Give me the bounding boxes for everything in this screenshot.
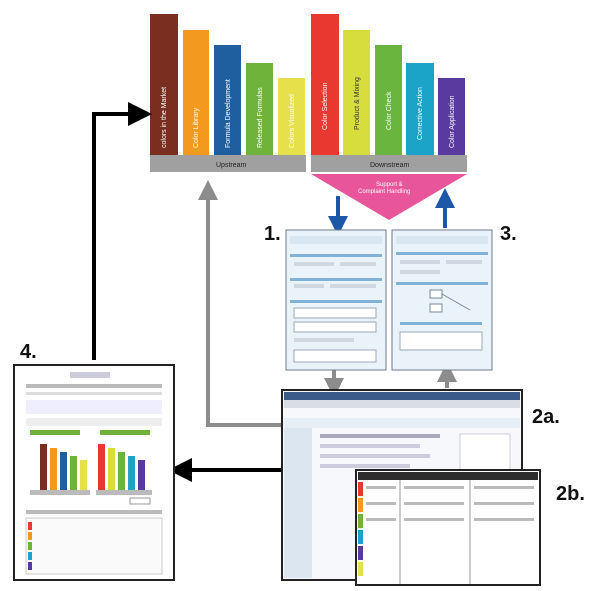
form-1-screenshot — [285, 229, 387, 371]
bar-label-6: Color Selection — [322, 82, 329, 130]
bar-colors-visualized — [278, 78, 305, 155]
support-label: Support & — [376, 182, 403, 188]
support-triangle: Support & Complaint Handling — [311, 174, 467, 220]
black-arrow-to-upstream — [92, 102, 152, 360]
step-2b-label: 2b. — [556, 483, 585, 505]
bar-color-application — [438, 78, 465, 155]
bar-label-7: Product & Mixing — [354, 77, 361, 130]
bar-label-1: colors in the Market — [161, 87, 168, 148]
downstream-bar-group: Color Selection Product & Mixing Color C… — [311, 14, 467, 172]
step-1-label: 1. — [264, 223, 281, 245]
upstream-bar-group: colors in the Market Color Library Formu… — [150, 14, 306, 172]
downstream-base — [311, 155, 467, 172]
form-3-screenshot — [391, 229, 493, 371]
table-screenshot-2b — [355, 469, 541, 586]
bar-formula-development — [214, 45, 241, 155]
bar-corrective-action — [406, 63, 434, 155]
bar-color-check — [375, 45, 402, 155]
bar-label-4: Released Formulas — [257, 87, 264, 148]
upstream-base — [150, 155, 306, 172]
support-label-2: Complaint Handling — [358, 189, 410, 195]
bar-label-2: Color Library — [193, 107, 200, 148]
upstream-label: Upstream — [216, 162, 247, 169]
step-4-label: 4. — [20, 341, 37, 363]
gray-arrow-upstream — [198, 180, 290, 427]
step-3-label: 3. — [500, 223, 517, 245]
bar-released-formulas — [246, 63, 273, 155]
downstream-label: Downstream — [370, 162, 409, 169]
step-2a-label: 2a. — [532, 406, 560, 428]
bar-colors-in-market — [150, 14, 178, 155]
report-screenshot-4 — [13, 364, 175, 581]
bar-label-10: Color Application — [449, 95, 456, 148]
bar-label-9: Corrective Action — [417, 87, 424, 140]
bar-label-8: Color Check — [386, 91, 393, 130]
bar-color-library — [183, 30, 209, 155]
bar-label-3: Formula Development — [225, 79, 232, 148]
bar-color-selection — [311, 14, 339, 155]
bar-product-mixing — [343, 30, 370, 155]
bar-label-5: Colors Visualized — [289, 94, 296, 148]
